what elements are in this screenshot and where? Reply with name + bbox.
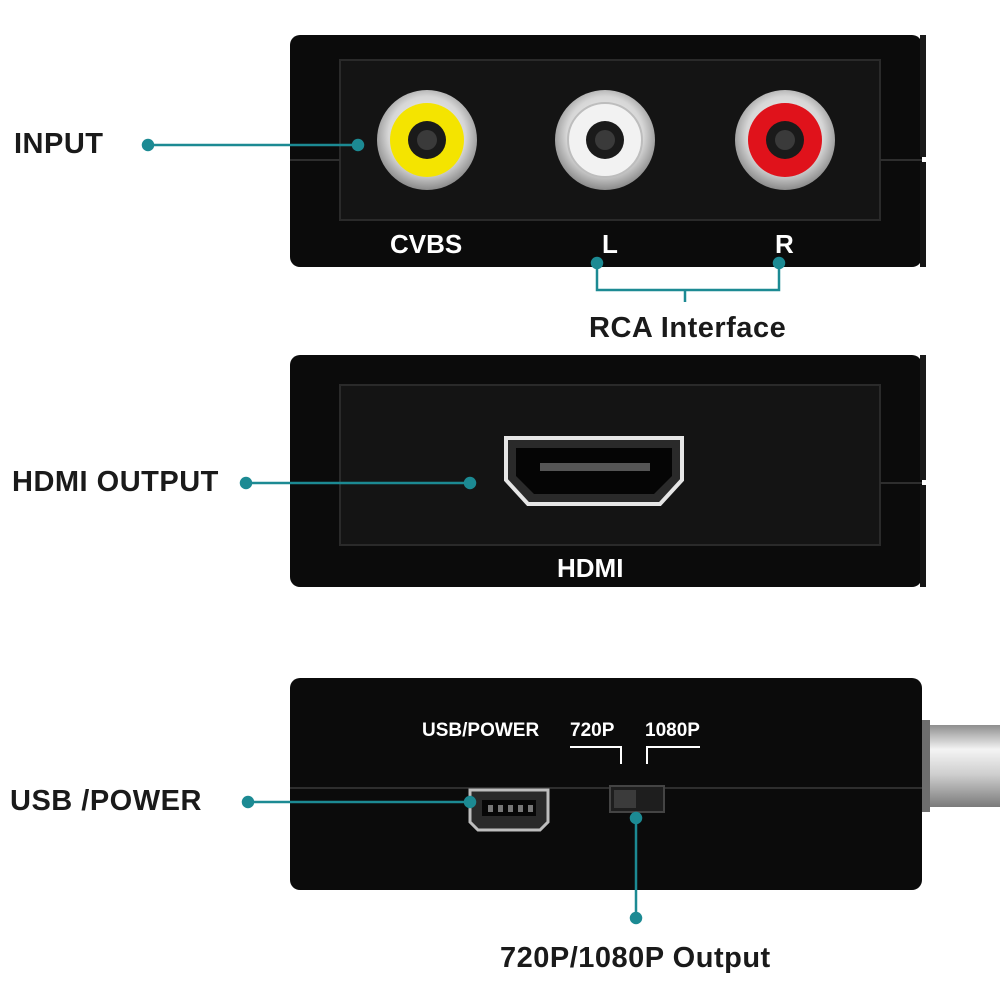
usb-power-port-label: USB/POWER [422, 720, 540, 741]
resolution-output-callout: 720P/1080P Output [500, 942, 771, 974]
rca-barrel [922, 720, 1000, 812]
side-panel [290, 678, 922, 890]
cvbs-label: CVBS [390, 229, 463, 259]
resolution-brackets [570, 746, 700, 764]
hdmi-label: HDMI [557, 553, 624, 583]
720p-label: 720P [570, 720, 615, 741]
leader-lines [141, 138, 786, 925]
resolution-switch [609, 785, 665, 813]
left-audio-label: L [602, 229, 618, 259]
audio-left-jack [555, 90, 655, 190]
hdmi-output-callout: HDMI OUTPUT [12, 466, 219, 498]
cvbs-jack [377, 90, 477, 190]
rca-interface-callout: RCA Interface [589, 312, 787, 344]
right-audio-label: R [775, 229, 794, 259]
audio-right-jack [735, 90, 835, 190]
mini-usb-port [468, 788, 550, 832]
1080p-label: 1080P [645, 720, 700, 741]
input-callout: INPUT [14, 128, 104, 160]
hdmi-port [504, 436, 684, 506]
usb-power-callout: USB /POWER [10, 785, 202, 817]
